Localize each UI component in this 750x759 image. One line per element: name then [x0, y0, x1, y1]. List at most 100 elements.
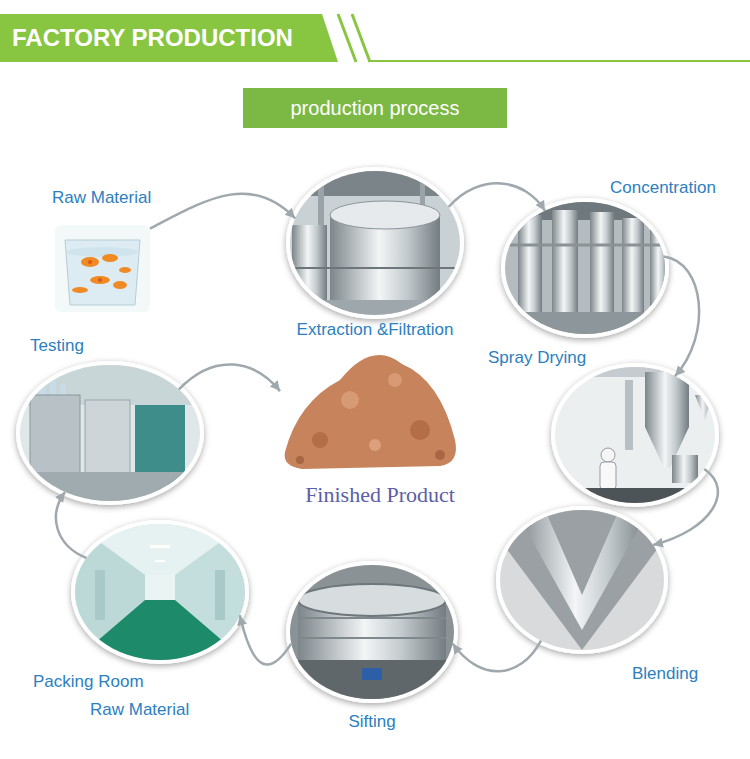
label-slot: Concentration	[610, 178, 716, 198]
photo-ring	[16, 361, 204, 505]
powder-pile	[285, 355, 456, 469]
testing-photo	[40, 383, 46, 395]
powder-pile	[435, 450, 445, 460]
box-label: production process	[291, 96, 460, 120]
raw-material-node: Raw Material	[55, 225, 150, 312]
process-oval: Concentration	[505, 202, 665, 334]
label-slot: Raw Material	[52, 188, 151, 208]
extraction-photo	[292, 225, 327, 315]
sifting-photo	[298, 660, 446, 700]
packing-room-photo	[155, 560, 165, 562]
powder-pile	[388, 373, 402, 387]
header-banner	[0, 14, 750, 62]
process-oval: Packing Room	[75, 524, 245, 660]
step-label: Blending	[632, 664, 698, 684]
raw-material-photo	[55, 225, 150, 312]
spray-drying-photo	[695, 395, 712, 420]
blending-photo	[500, 510, 664, 650]
concentration-photo	[505, 244, 665, 247]
label-slot: Raw Material	[90, 700, 189, 720]
packing-room-photo	[75, 524, 245, 660]
label-slot: Blending	[632, 664, 698, 684]
header-banner	[352, 14, 370, 62]
powder-pile	[312, 432, 328, 448]
header-title-slot: FACTORY PRODUCTION	[12, 24, 293, 52]
powder-pile	[410, 420, 430, 440]
raw-material-photo	[113, 281, 127, 289]
process-oval: Testing	[20, 365, 200, 501]
extraction-photo	[290, 171, 460, 320]
concentration-photo	[590, 212, 614, 327]
photo-ring	[71, 520, 249, 664]
powder-pile	[296, 456, 304, 464]
product-label: Finished Product	[280, 482, 480, 508]
raw-material-photo	[55, 225, 150, 312]
raw-material-photo	[90, 276, 110, 284]
extraction-photo	[290, 267, 460, 269]
label-slot: Extraction &Filtration	[297, 320, 454, 340]
powder-pile	[341, 391, 359, 409]
spray-drying-photo	[555, 367, 715, 503]
step-label: Raw Material	[52, 188, 151, 208]
spray-drying-photo	[555, 367, 715, 508]
powder-pile	[285, 355, 456, 469]
photo-ring	[16, 167, 719, 703]
step-label: Sifting	[348, 712, 395, 732]
step-label: Packing Room	[33, 672, 144, 692]
testing-photo	[50, 381, 56, 395]
flow-arrow	[56, 492, 86, 558]
label-slot: Packing Room	[33, 672, 144, 692]
raw-material-photo	[88, 260, 92, 264]
label-slot: Finished Product	[280, 482, 480, 508]
testing-photo	[30, 395, 80, 485]
powder-pile	[369, 439, 381, 451]
process-oval: Extraction &Filtration	[290, 171, 460, 315]
raw-material-photo	[65, 240, 140, 305]
step-label: Spray Drying	[488, 348, 586, 368]
packing-room-photo	[95, 570, 105, 620]
concentration-photo	[505, 202, 668, 342]
flow-arrow	[664, 257, 699, 377]
step-label: Testing	[30, 336, 84, 356]
extraction-photo	[290, 300, 460, 320]
photo-ring	[286, 561, 458, 703]
process-oval: Blending	[500, 510, 664, 650]
header-banner	[0, 14, 338, 62]
sifting-photo	[298, 637, 446, 639]
testing-photo	[60, 384, 66, 395]
sifting-photo	[290, 565, 454, 699]
free-label: Raw Material	[90, 700, 189, 720]
flow-arrow	[179, 364, 280, 391]
spray-drying-photo	[555, 488, 715, 508]
step-label: Extraction &Filtration	[297, 320, 454, 340]
flow-arrow	[449, 183, 545, 210]
photo-ring	[286, 167, 464, 319]
spray-drying-photo	[555, 367, 715, 377]
concentration-photo	[505, 202, 665, 220]
raw-material-photo	[66, 247, 138, 257]
finished-product-node: Finished Product	[280, 340, 480, 515]
concentration-photo	[650, 225, 668, 320]
spray-drying-photo	[600, 462, 616, 490]
header-title: FACTORY PRODUCTION	[12, 24, 293, 52]
spray-drying-photo	[601, 448, 615, 462]
header-banner	[368, 60, 750, 62]
label-slot: Sifting	[348, 712, 395, 732]
blending-photo	[500, 510, 664, 650]
spray-drying-photo	[672, 455, 698, 483]
blending-photo	[515, 510, 649, 630]
flow-arrow	[240, 615, 291, 664]
process-banner: production process	[243, 88, 507, 128]
testing-photo	[20, 472, 200, 503]
photo-ring	[496, 506, 668, 654]
process-oval: Spray Drying	[555, 367, 715, 503]
sifting-photo	[298, 584, 446, 616]
packing-room-photo	[145, 575, 175, 600]
extraction-photo	[290, 171, 460, 315]
extraction-photo	[330, 201, 440, 229]
sifting-photo	[290, 565, 454, 700]
concentration-photo	[518, 215, 542, 325]
flow-arrow	[653, 469, 718, 545]
testing-photo	[20, 365, 200, 503]
